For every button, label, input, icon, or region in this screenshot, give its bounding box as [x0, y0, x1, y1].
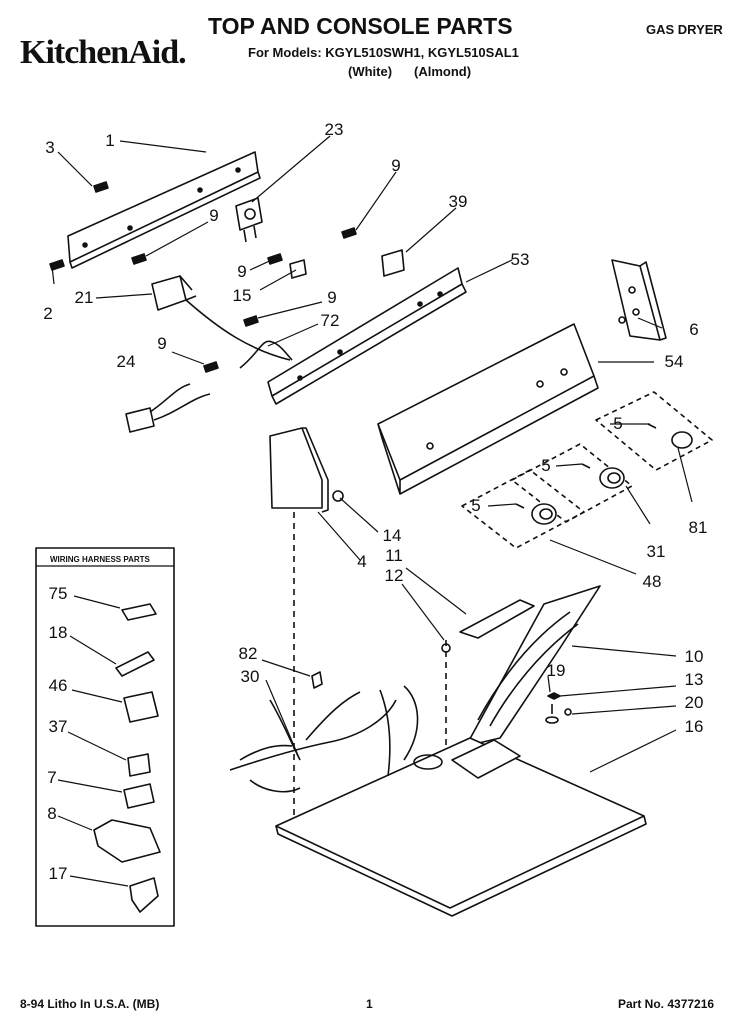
appliance-type: GAS DRYER — [646, 22, 723, 37]
inset-callout-8: 8 — [47, 804, 57, 823]
page-number: 1 — [366, 997, 373, 1011]
page-title: TOP AND CONSOLE PARTS — [208, 13, 513, 39]
color-almond: (Almond) — [414, 64, 472, 79]
callout-54: 54 — [664, 352, 684, 371]
callout-20: 20 — [684, 693, 704, 712]
callout-9b: 9 — [209, 206, 219, 225]
callout-16: 16 — [684, 717, 704, 736]
inset-callout-37: 37 — [48, 717, 68, 736]
callout-12: 12 — [384, 566, 404, 585]
callout-11: 11 — [385, 546, 403, 565]
callout-9c: 9 — [237, 262, 247, 281]
callout-82: 82 — [238, 644, 258, 663]
callout-72: 72 — [320, 311, 340, 330]
callout-10: 10 — [684, 647, 704, 666]
color-white: (White) — [348, 64, 393, 79]
callout-53: 53 — [510, 250, 530, 269]
part-number: Part No. 4377216 — [618, 997, 715, 1011]
callout-21: 21 — [74, 288, 94, 307]
callout-2: 2 — [43, 304, 53, 323]
inset-callout-18: 18 — [48, 623, 68, 642]
callout-5c: 5 — [471, 496, 481, 515]
callout-9e: 9 — [157, 334, 167, 353]
inset-callout-7: 7 — [47, 768, 57, 787]
callout-9a: 9 — [391, 156, 401, 175]
callout-31: 31 — [646, 542, 666, 561]
callout-48: 48 — [642, 572, 662, 591]
callout-3: 3 — [45, 138, 55, 157]
callout-5a: 5 — [613, 414, 623, 433]
callout-24: 24 — [116, 352, 136, 371]
brand-logo: KitchenAid. — [20, 34, 187, 71]
callout-19: 19 — [546, 661, 566, 680]
callout-30: 30 — [240, 667, 260, 686]
callout-14: 14 — [382, 526, 402, 545]
callout-15: 15 — [232, 286, 252, 305]
callout-5b: 5 — [541, 456, 551, 475]
callout-39: 39 — [448, 192, 468, 211]
print-info: 8-94 Litho In U.S.A. (MB) — [20, 997, 160, 1011]
callout-13: 13 — [684, 670, 704, 689]
callout-4: 4 — [357, 552, 367, 571]
inset-title: WIRING HARNESS PARTS — [50, 555, 150, 564]
callout-23: 23 — [324, 120, 344, 139]
inset-callout-46: 46 — [48, 676, 68, 695]
rear-panel-part — [67, 151, 261, 269]
model-numbers: For Models: KGYL510SWH1, KGYL510SAL1 — [248, 45, 519, 60]
inset-callout-17: 17 — [48, 864, 68, 883]
inset-callout-75: 75 — [48, 584, 68, 603]
callout-6: 6 — [689, 320, 699, 339]
screw-parts — [49, 181, 357, 373]
callout-1: 1 — [105, 131, 115, 150]
callout-9d: 9 — [327, 288, 337, 307]
callout-81: 81 — [688, 518, 708, 537]
